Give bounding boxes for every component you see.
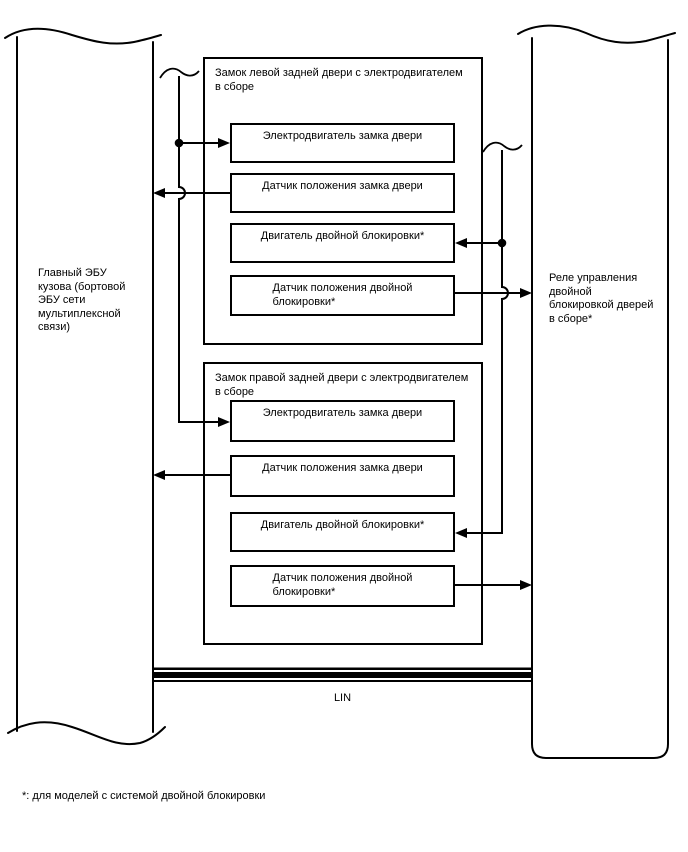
double-lock-relay-label: Реле управления двойной блокировкой двер…: [549, 272, 654, 325]
arrowhead-icon: [455, 528, 467, 538]
right-bar-top-torn-edge: [517, 24, 676, 44]
assembly-title: Замок левой задней двери с электродвигат…: [215, 67, 463, 93]
module-double-lock-motor: Двигатель двойной блокировки*: [230, 512, 455, 552]
module-door-lock-position-sensor: Датчик положения замка двери: [230, 455, 455, 497]
module-label: Датчик положения двойной блокировки*: [272, 572, 413, 598]
module-label: Двигатель двойной блокировки*: [260, 230, 425, 242]
module-label: Электродвигатель замка двери: [262, 130, 423, 142]
arrowhead-icon: [153, 470, 165, 480]
module-label: Электродвигатель замка двери: [262, 407, 423, 419]
module-label: Датчик положения замка двери: [262, 180, 423, 192]
module-door-lock-position-sensor: Датчик положения замка двери: [230, 173, 455, 213]
main-body-ecu-bar: [4, 27, 166, 746]
arrowhead-icon: [153, 188, 165, 198]
arrowhead-icon: [520, 288, 532, 298]
lin-bus: [153, 667, 532, 682]
main-body-ecu-label: Главный ЭБУ кузова (бортовой ЭБУ сети му…: [38, 267, 126, 333]
lin-bus-label: LIN: [333, 692, 352, 704]
footnote: *: для моделей с системой двойной блокир…: [22, 790, 266, 802]
arrowhead-icon: [218, 138, 230, 148]
module-label: Датчик положения замка двери: [262, 462, 423, 474]
module-double-lock-position-sensor: Датчик положения двойной блокировки*: [230, 565, 455, 607]
lin-bus-line: [153, 672, 532, 678]
lin-bus-line: [153, 680, 532, 682]
module-double-lock-motor: Двигатель двойной блокировки*: [230, 223, 455, 263]
right-bar-body: [531, 37, 669, 759]
junction-dot-icon: [497, 238, 507, 248]
left-bar-bottom-torn-edge: [7, 721, 166, 746]
module-double-lock-position-sensor: Датчик положения двойной блокировки*: [230, 275, 455, 316]
wire-left-harness: [159, 67, 230, 476]
junction-dot-icon: [174, 138, 184, 148]
double-lock-relay-bar: [517, 24, 676, 759]
lin-bus-line: [153, 667, 532, 670]
module-label: Двигатель двойной блокировки*: [260, 519, 425, 531]
arrowhead-icon: [218, 417, 230, 427]
left-rear-door-lock-assembly: [203, 57, 483, 345]
module-door-lock-motor: Электродвигатель замка двери: [230, 123, 455, 163]
wire-right-harness: [455, 141, 523, 586]
right-rear-door-lock-assembly: [203, 362, 483, 645]
arrowhead-icon: [455, 238, 467, 248]
arrowhead-icon: [520, 580, 532, 590]
left-bar-top-torn-edge: [4, 27, 162, 45]
wire-break-icon: [159, 67, 200, 79]
wire-break-icon: [482, 141, 523, 153]
module-door-lock-motor: Электродвигатель замка двери: [230, 400, 455, 442]
assembly-title: Замок правой задней двери с электродвига…: [215, 372, 469, 398]
module-label: Датчик положения двойной блокировки*: [272, 282, 413, 308]
